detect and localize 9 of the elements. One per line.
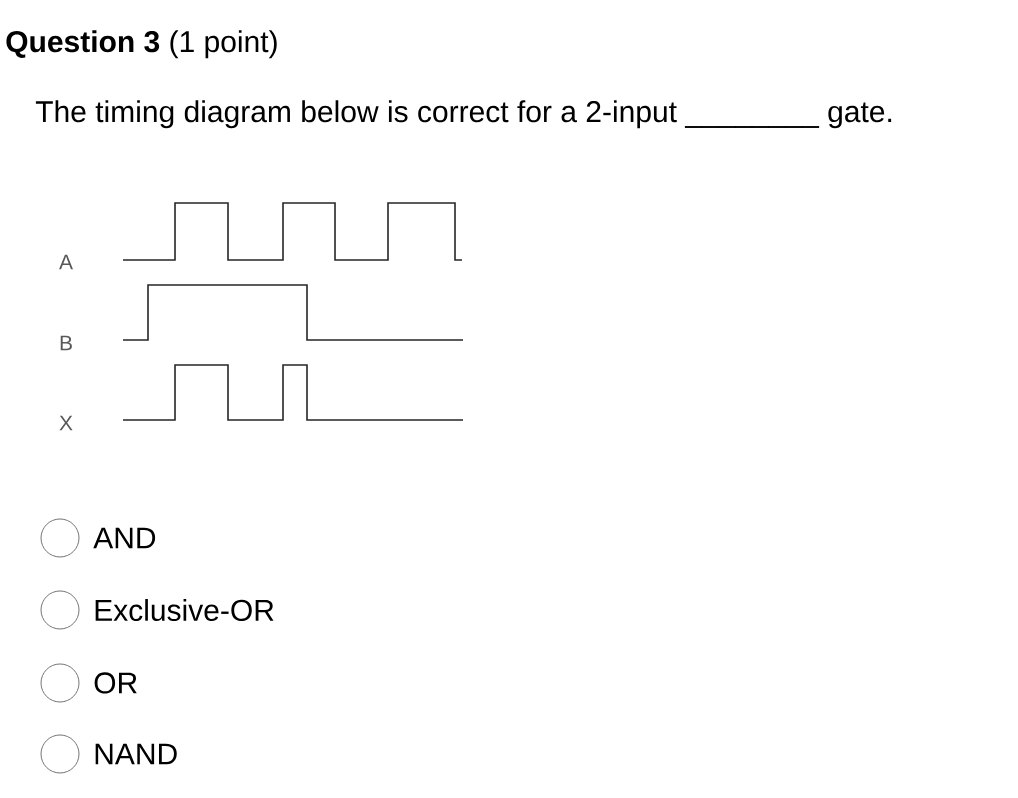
option-label: AND [93,527,156,549]
option-label: Exclusive-OR [95,598,274,621]
question-title: Question 3 (1 point) [6,30,277,59]
option-label: OR [94,672,137,694]
signal-label: B [60,335,72,351]
signal-label: X [59,415,73,431]
signal-label: A [59,254,73,270]
question-text: The timing diagram below is correct for a 2-input ________ gate. [35,100,892,129]
option-label: NAND [95,743,177,765]
